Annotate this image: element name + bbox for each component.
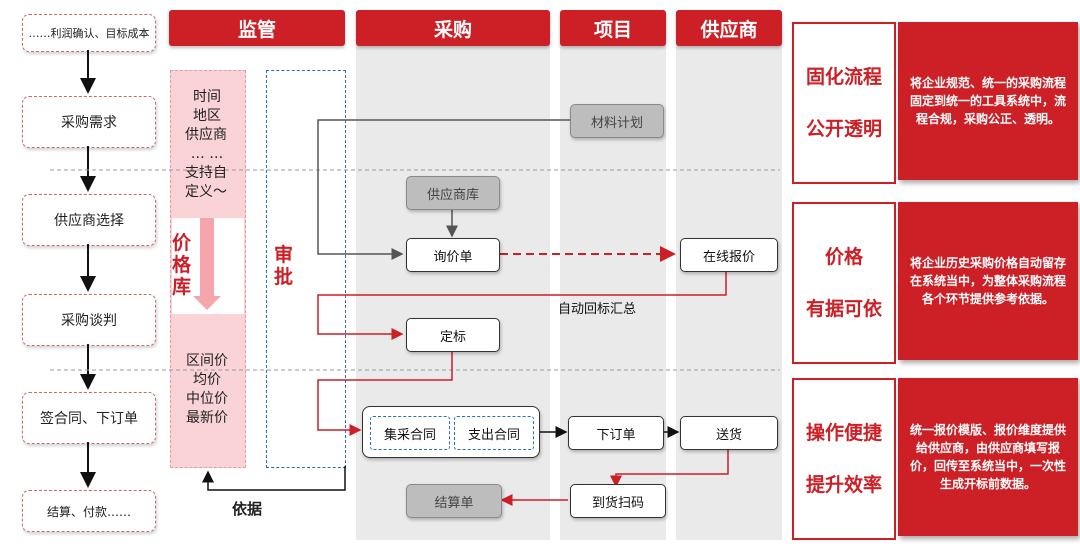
node-supplier-library: 供应商库 (406, 176, 500, 210)
node-order: 下订单 (568, 416, 664, 450)
price-dim-supplier: 供应商 (185, 127, 227, 143)
price-stat-latest: 最新价 (186, 410, 228, 426)
auto-summary-label: 自动回标汇总 (557, 302, 636, 317)
benefit-3-title-line2: 提升效率 (805, 474, 882, 496)
price-stat-median: 中位价 (186, 391, 228, 407)
step-requirement: 采购需求 (22, 96, 156, 148)
header-procurement: 采购 (356, 10, 550, 46)
node-inquiry: 询价单 (406, 238, 500, 272)
header-supervision: 监管 (169, 10, 345, 46)
price-library-title: 价格库 (172, 232, 192, 298)
step-contract-order: 签合同、下订单 (22, 392, 156, 444)
header-supplier: 供应商 (676, 10, 782, 46)
benefit-2-title-line1: 价格 (824, 246, 863, 268)
price-dim-ellipsis: … … (190, 146, 224, 162)
node-receipt-scan: 到货扫码 (570, 484, 666, 518)
benefit-3-title-line1: 操作便捷 (805, 422, 882, 444)
approval-label: 审批 (274, 244, 294, 288)
header-project: 项目 (560, 10, 666, 46)
node-delivery: 送货 (680, 416, 778, 450)
benefit-2-title: 价格 有据可依 (792, 202, 896, 364)
benefit-1-title-line2: 公开透明 (805, 118, 882, 140)
node-settlement: 结算单 (406, 484, 502, 518)
price-stat-avg: 均价 (193, 372, 221, 388)
price-library-arrow-head (193, 296, 221, 310)
benefit-2-title-line2: 有据可依 (805, 298, 882, 320)
basis-label: 依据 (232, 500, 263, 518)
benefit-1-title-line1: 固化流程 (805, 66, 882, 88)
node-central-contract: 集采合同 (370, 416, 450, 450)
price-dim-custom-2: 定义～ (185, 184, 227, 200)
benefit-2-desc: 将企业历史采购价格自动留存在系统当中，为整体采购流程各个环节提供参考依据。 (898, 202, 1078, 360)
node-award: 定标 (406, 318, 500, 352)
step-settlement-payment: 结算、付款…… (22, 490, 156, 532)
node-online-quote: 在线报价 (680, 238, 778, 272)
approval-panel (266, 70, 346, 468)
node-material-plan: 材料计划 (570, 104, 664, 138)
price-dim-custom-1: 支持自 (185, 165, 227, 181)
benefit-1-desc: 将企业规范、统一的采购流程固定到统一的工具系统中，流程合规，采购公正、透明。 (898, 22, 1078, 180)
supplier-column-bg (676, 32, 782, 540)
benefit-3-desc: 统一报价模版、报价维度提供给供应商，由供应商填写报价，回传至系统当中，一次性生成… (898, 378, 1078, 536)
price-library-arrow (200, 218, 214, 296)
benefit-1-title: 固化流程 公开透明 (792, 22, 896, 184)
step-profit-confirm: ……利润确认、目标成本 (22, 14, 156, 52)
price-stat-range: 区间价 (186, 353, 228, 369)
benefit-3-title: 操作便捷 提升效率 (792, 378, 896, 540)
price-dim-region: 地区 (193, 108, 221, 124)
node-expense-contract: 支出合同 (454, 416, 534, 450)
step-negotiation: 采购谈判 (22, 294, 156, 346)
price-dim-time: 时间 (193, 89, 221, 105)
